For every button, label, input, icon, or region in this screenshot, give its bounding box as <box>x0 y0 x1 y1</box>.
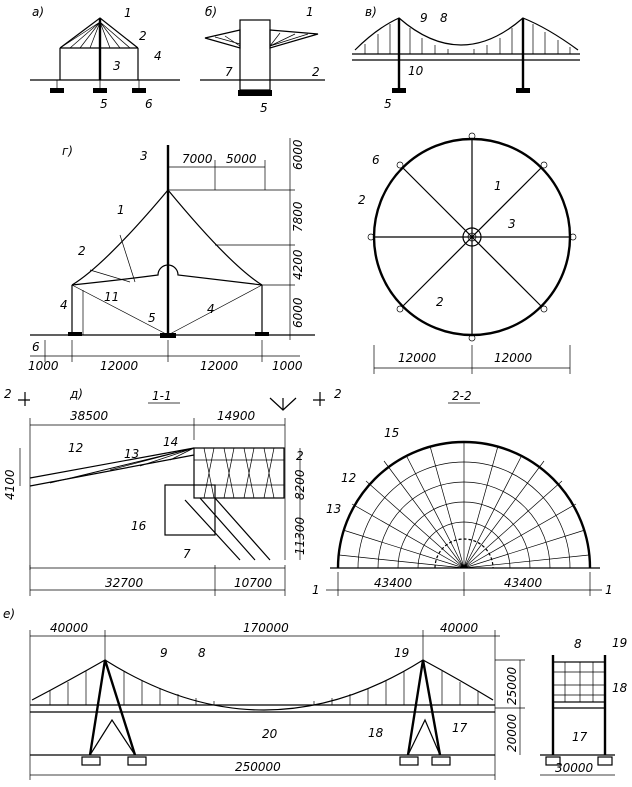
panel-e-label: е) <box>3 607 15 621</box>
plan-label-6: 6 <box>372 153 380 167</box>
panel-a: а) 1 2 3 4 5 6 <box>30 5 180 111</box>
panel-e-side-label-18: 18 <box>612 681 628 695</box>
section-arrow-2-right: 2 <box>334 387 342 401</box>
panel-d-label: д) <box>69 387 83 401</box>
panel-b-label-5: 5 <box>260 101 268 115</box>
panel-d-dim-11300: 11300 <box>293 516 307 555</box>
panel-g-label-3: 3 <box>140 149 148 163</box>
panel-d-dim-4100: 4100 <box>3 469 17 500</box>
panel-d: 2 д) 1-1 2 38500 14900 4100 8200 11300 3… <box>3 387 342 596</box>
panel-d-dim-38500: 38500 <box>70 409 109 423</box>
panel-e-dim-170000: 170000 <box>243 621 289 635</box>
panel-g-label-1: 1 <box>117 203 125 217</box>
panel-g-dim-7800: 7800 <box>291 201 305 232</box>
panel-v: в) 9 8 10 5 <box>352 5 580 111</box>
panel-d-label-14: 14 <box>163 435 178 449</box>
panel-e-dim-40000-left: 40000 <box>50 621 89 635</box>
section-22-label-12: 12 <box>341 471 356 485</box>
panel-v-label-8: 8 <box>440 11 448 25</box>
panel-b: б) 1 2 7 5 <box>200 5 325 115</box>
plan-dim-12000-left: 12000 <box>398 351 437 365</box>
panel-v-label-10: 10 <box>408 64 424 78</box>
panel-e-dim-25000: 25000 <box>505 666 519 705</box>
panel-b-label-7: 7 <box>225 65 233 79</box>
panel-d-label-2: 2 <box>296 449 304 463</box>
section-22-label-13: 13 <box>326 502 341 516</box>
panel-g-dim-6000-bot: 6000 <box>291 297 305 328</box>
panel-g-dim-6000-top: 6000 <box>291 139 305 170</box>
panel-d-dim-14900: 14900 <box>217 409 256 423</box>
panel-e-side-dim-30000: 30000 <box>555 761 594 775</box>
plan-dim-12000-right: 12000 <box>494 351 533 365</box>
panel-g-dim-12000-right: 12000 <box>200 359 239 373</box>
panel-a-label-6: 6 <box>145 97 153 111</box>
panel-g-dim-4200: 4200 <box>291 249 305 280</box>
panel-e-side-label-17: 17 <box>572 730 588 744</box>
panel-g-label-4-right: 4 <box>207 302 215 316</box>
panel-g-dim-12000-left: 12000 <box>100 359 139 373</box>
panel-b-label-1: 1 <box>306 5 314 19</box>
panel-a-label-3: 3 <box>113 59 121 73</box>
panel-g-dim-1000-right: 1000 <box>272 359 303 373</box>
panel-e-label-17: 17 <box>452 721 468 735</box>
plan-label-1: 1 <box>494 179 502 193</box>
section-22-label-15: 15 <box>384 426 399 440</box>
panel-g-label-6: 6 <box>32 340 40 354</box>
panel-d-dim-10700: 10700 <box>234 576 273 590</box>
panel-e-side-label-8: 8 <box>574 637 582 651</box>
panel-a-label-1: 1 <box>124 6 132 20</box>
section-22-dim-right: 43400 <box>504 576 543 590</box>
panel-e-side: 30000 8 19 18 17 <box>540 636 628 776</box>
panel-e: е) 40000 170000 40000 25000 20000 250000… <box>3 607 525 780</box>
panel-d-label-13: 13 <box>124 447 139 461</box>
panel-g-label: г) <box>62 144 73 158</box>
panel-b-label: б) <box>205 5 217 19</box>
panel-d-label-7: 7 <box>183 547 191 561</box>
panel-g-label-2: 2 <box>78 244 86 258</box>
plan-label-2-bottom: 2 <box>436 295 444 309</box>
panel-v-label-9: 9 <box>420 11 428 25</box>
panel-a-label-4: 4 <box>154 49 162 63</box>
section-1-1-title: 1-1 <box>152 389 172 403</box>
panel-d-label-12: 12 <box>68 441 83 455</box>
panel-g-label-11: 11 <box>104 290 119 304</box>
panel-d-dim-8200: 8200 <box>293 469 307 500</box>
section-2-2: 2-2 43400 43400 1 1 15 12 13 <box>312 389 613 597</box>
panel-d-label-16: 16 <box>131 519 147 533</box>
plan-circle: 12000 12000 6 2 1 3 2 <box>358 132 577 374</box>
panel-e-dim-40000-right: 40000 <box>440 621 479 635</box>
panel-g-dim-7000: 7000 <box>182 152 213 166</box>
panel-e-label-20: 20 <box>262 727 278 741</box>
panel-g-dim-1000-left: 1000 <box>28 359 59 373</box>
panel-e-label-18: 18 <box>368 726 384 740</box>
section-arrow-1-left: 1 <box>312 583 320 597</box>
panel-e-dim-20000: 20000 <box>505 713 519 752</box>
panel-e-label-9: 9 <box>160 646 168 660</box>
plan-label-3: 3 <box>508 217 516 231</box>
panel-a-label-5: 5 <box>100 97 108 111</box>
panel-v-label: в) <box>365 5 377 19</box>
panel-a-label: а) <box>32 5 44 19</box>
section-22-dim-left: 43400 <box>374 576 413 590</box>
panel-v-label-5: 5 <box>384 97 392 111</box>
panel-b-label-2: 2 <box>312 65 320 79</box>
panel-a-label-2: 2 <box>139 29 147 43</box>
panel-e-label-8: 8 <box>198 646 206 660</box>
panel-g: г) 7000 5000 6000 7800 4200 6000 1000 12… <box>28 138 315 373</box>
panel-e-label-19: 19 <box>394 646 409 660</box>
panel-g-label-4-left: 4 <box>60 298 68 312</box>
panel-d-dim-32700: 32700 <box>105 576 144 590</box>
section-arrow-2-left: 2 <box>4 387 12 401</box>
panel-g-dim-5000: 5000 <box>226 152 257 166</box>
section-2-2-title: 2-2 <box>452 389 472 403</box>
panel-e-dim-250000: 250000 <box>235 760 281 774</box>
plan-label-2-top: 2 <box>358 193 366 207</box>
panel-e-side-label-19: 19 <box>612 636 627 650</box>
section-arrow-1-right: 1 <box>605 583 613 597</box>
panel-g-label-5: 5 <box>148 311 156 325</box>
